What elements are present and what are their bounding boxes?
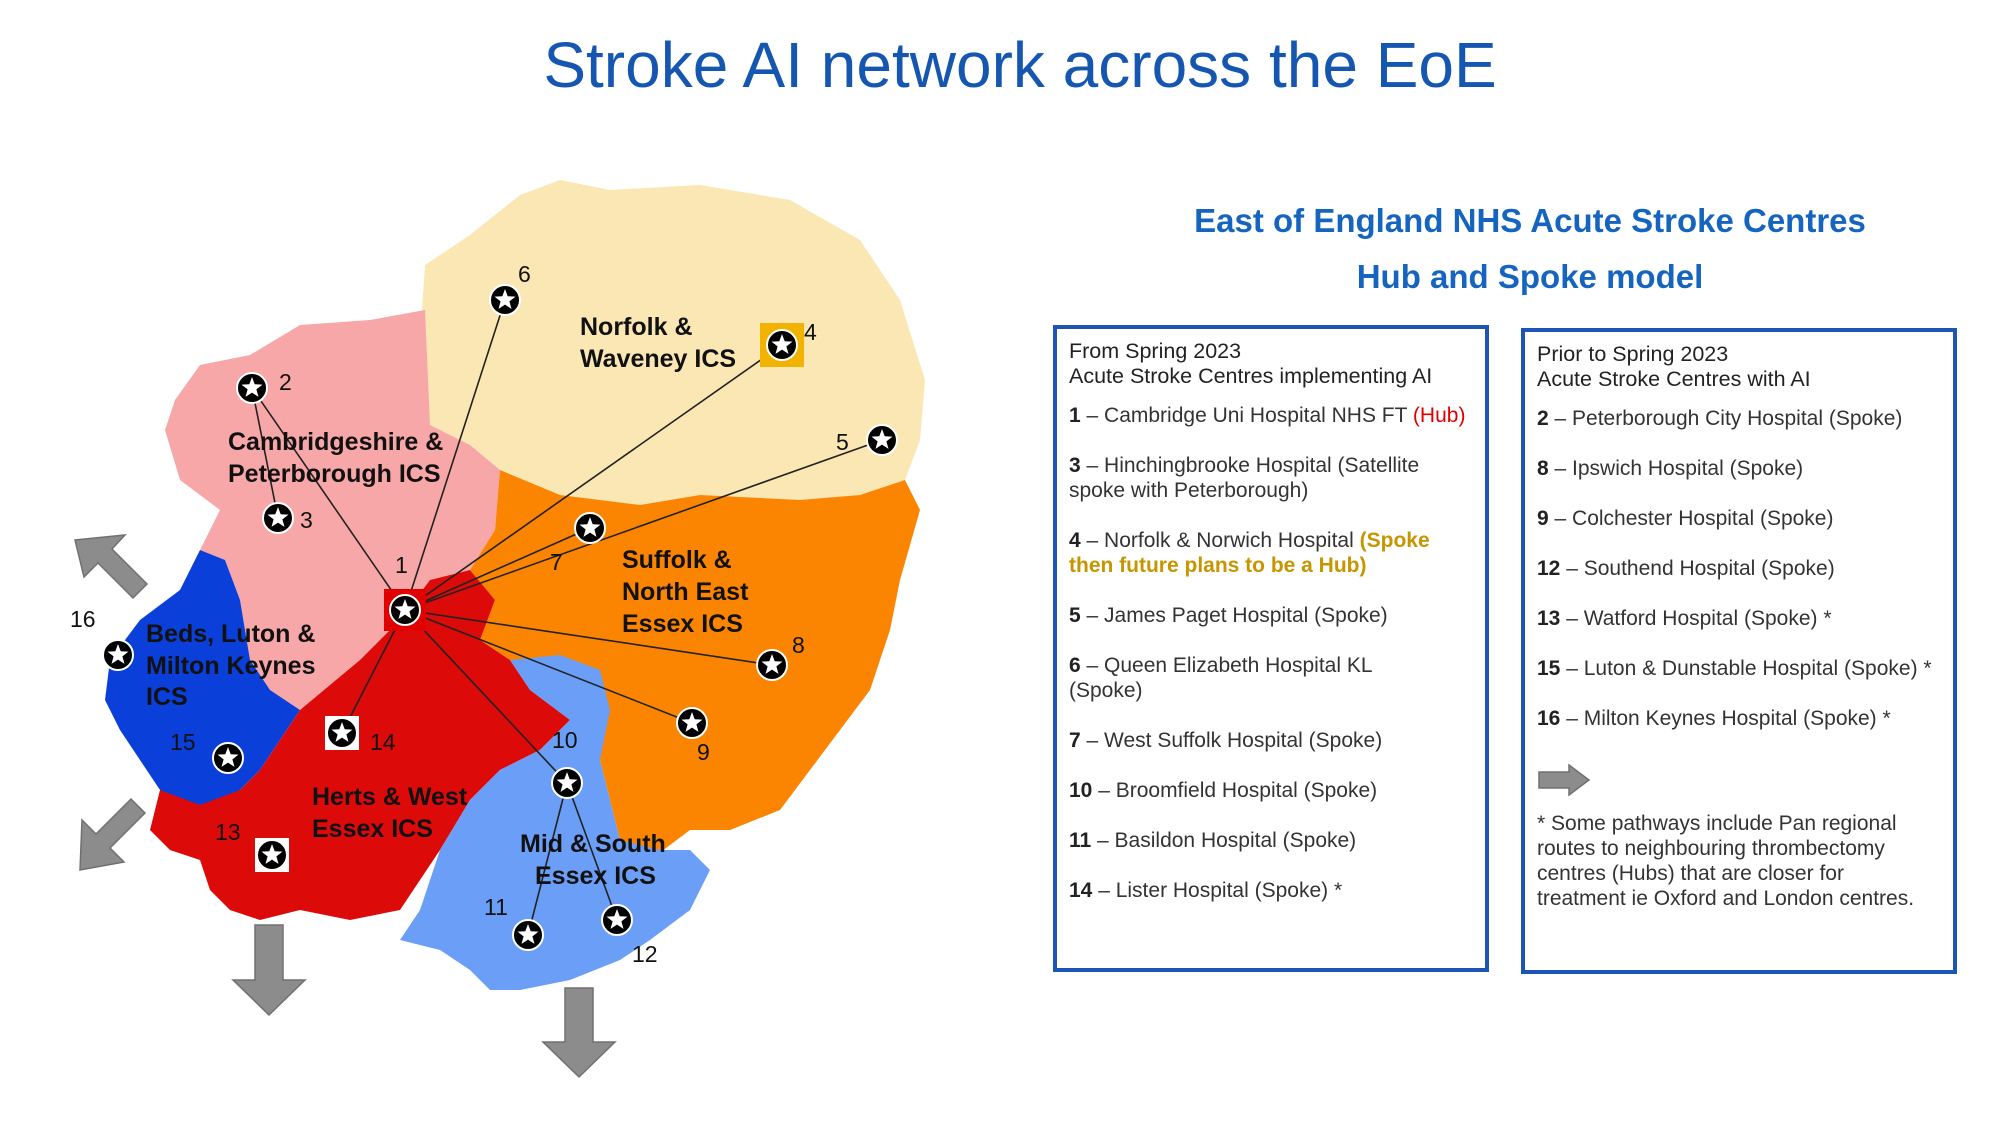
star-icon bbox=[871, 429, 893, 449]
region-suffolk[interactable] bbox=[470, 470, 920, 860]
site-label-3: 3 bbox=[300, 507, 313, 533]
list-item: 6 – Queen Elizabeth Hospital KL(Spoke) bbox=[1069, 654, 1373, 702]
list-item: 1 – Cambridge Uni Hospital NHS FT (Hub) bbox=[1069, 404, 1466, 427]
region-midsouth[interactable] bbox=[400, 655, 710, 990]
site-label-13: 13 bbox=[215, 819, 241, 845]
legend-subtitle: Hub and Spoke model bbox=[1356, 258, 1704, 295]
region-norfolk[interactable] bbox=[420, 180, 925, 505]
site-label-4: 4 bbox=[804, 319, 817, 345]
list-item: 11 – Basildon Hospital (Spoke) bbox=[1069, 829, 1357, 852]
site-label-7: 7 bbox=[550, 549, 563, 575]
footnote: * Some pathways include Pan regional rou… bbox=[1537, 812, 1915, 910]
arrow-down-left-icon bbox=[79, 797, 147, 871]
star-icon bbox=[107, 644, 129, 664]
site-label-2: 2 bbox=[279, 369, 292, 395]
list-item: 7 – West Suffolk Hospital (Spoke) bbox=[1069, 729, 1383, 752]
list-item: 13 – Watford Hospital (Spoke) * bbox=[1537, 607, 1832, 630]
site-label-6: 6 bbox=[518, 261, 531, 287]
legend-title: East of England NHS Acute Stroke Centres bbox=[1194, 202, 1866, 239]
list-item: 14 – Lister Hospital (Spoke) * bbox=[1069, 879, 1343, 902]
site-label-8: 8 bbox=[792, 632, 805, 658]
star-icon bbox=[241, 377, 263, 397]
box-header: Prior to Spring 2023 Acute Stroke Centre… bbox=[1537, 342, 1811, 391]
list-item: 2 – Peterborough City Hospital (Spoke) bbox=[1537, 407, 1903, 430]
arrow-up-left-icon bbox=[74, 534, 149, 600]
list-item: 12 – Southend Hospital (Spoke) bbox=[1537, 557, 1835, 580]
star-icon bbox=[606, 909, 628, 929]
region-herts[interactable] bbox=[150, 570, 570, 920]
arrow-right-icon bbox=[1538, 763, 1591, 797]
box-header: From Spring 2023 Acute Stroke Centres im… bbox=[1069, 339, 1433, 388]
arrow-down-icon-2 bbox=[541, 987, 617, 1079]
site-label-11: 11 bbox=[484, 894, 508, 920]
list-item: 9 – Colchester Hospital (Spoke) bbox=[1537, 507, 1834, 530]
page-title: Stroke AI network across the EoE bbox=[543, 29, 1497, 101]
star-icon bbox=[556, 772, 578, 792]
star-icon bbox=[331, 722, 353, 742]
spoke-lines bbox=[251, 299, 883, 936]
list-item: 10 – Broomfield Hospital (Spoke) bbox=[1069, 779, 1378, 802]
arrow-down-icon bbox=[231, 924, 307, 1017]
site-markers bbox=[102, 284, 898, 951]
star-icon bbox=[394, 599, 416, 619]
site-label-16: 16 bbox=[70, 606, 96, 632]
star-icon bbox=[217, 747, 239, 767]
from-spring-2023-box: From Spring 2023 Acute Stroke Centres im… bbox=[1053, 325, 1489, 972]
site-label-10: 10 bbox=[552, 727, 578, 753]
star-icon bbox=[494, 289, 516, 309]
site-label-1: 1 bbox=[395, 552, 408, 578]
site-label-15: 15 bbox=[170, 729, 196, 755]
star-icon bbox=[517, 924, 539, 944]
site-label-5: 5 bbox=[836, 429, 849, 455]
star-icon bbox=[261, 844, 283, 864]
site-label-12: 12 bbox=[632, 941, 658, 967]
list-item: 5 – James Paget Hospital (Spoke) bbox=[1069, 604, 1388, 627]
star-icon bbox=[579, 517, 601, 537]
site-label-9: 9 bbox=[697, 739, 710, 765]
list-item: 15 – Luton & Dunstable Hospital (Spoke) … bbox=[1537, 657, 1932, 680]
site-label-14: 14 bbox=[370, 729, 396, 755]
star-icon bbox=[681, 712, 703, 732]
map: Norfolk &Waveney ICS Cambridgeshire &Pet… bbox=[70, 180, 925, 1079]
prior-to-spring-2023-box: Prior to Spring 2023 Acute Stroke Centre… bbox=[1521, 328, 1957, 974]
star-icon bbox=[761, 654, 783, 674]
region-label-cambs: Cambridgeshire &Peterborough ICS bbox=[228, 428, 443, 488]
list-item: 16 – Milton Keynes Hospital (Spoke) * bbox=[1537, 707, 1891, 730]
star-icon bbox=[267, 507, 289, 527]
region-label-norfolk: Norfolk &Waveney ICS bbox=[580, 313, 736, 373]
region-beds[interactable] bbox=[105, 550, 300, 810]
star-icon bbox=[771, 334, 793, 354]
list-item: 8 – Ipswich Hospital (Spoke) bbox=[1537, 457, 1804, 480]
region-cambs[interactable] bbox=[165, 310, 500, 710]
